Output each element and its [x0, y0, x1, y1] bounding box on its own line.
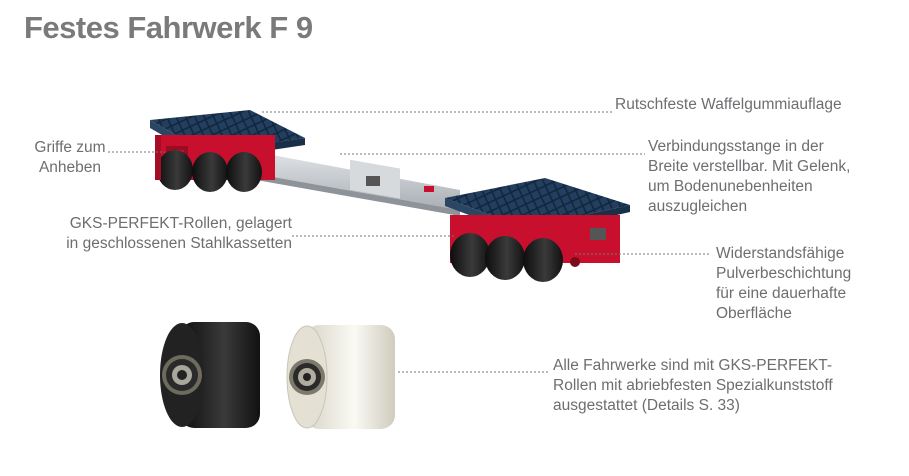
- left-skate: [150, 110, 305, 192]
- callout-lines: [108, 111, 710, 373]
- right-skate: [445, 178, 630, 282]
- label-verbindungsstange: Verbindungsstange in der Breite verstell…: [648, 138, 851, 215]
- white-roller: [286, 325, 395, 429]
- label-gks-rollen: GKS-PERFEKT-Rollen, gelagert in geschlos…: [66, 215, 292, 252]
- label-rutschfest: Rutschfeste Waffelgummiauflage: [615, 96, 842, 113]
- label-griffe: Griffe zum Anheben: [34, 139, 106, 176]
- label-alle-fahrwerke: Alle Fahrwerke sind mit GKS-PERFEKT- Rol…: [553, 357, 833, 414]
- connecting-bar: [245, 150, 460, 216]
- page-title: Festes Fahrwerk F 9: [24, 10, 313, 45]
- black-roller: [160, 322, 260, 428]
- label-widerstandsfaehig: Widerstandsfähige Pulverbeschichtung für…: [716, 245, 852, 322]
